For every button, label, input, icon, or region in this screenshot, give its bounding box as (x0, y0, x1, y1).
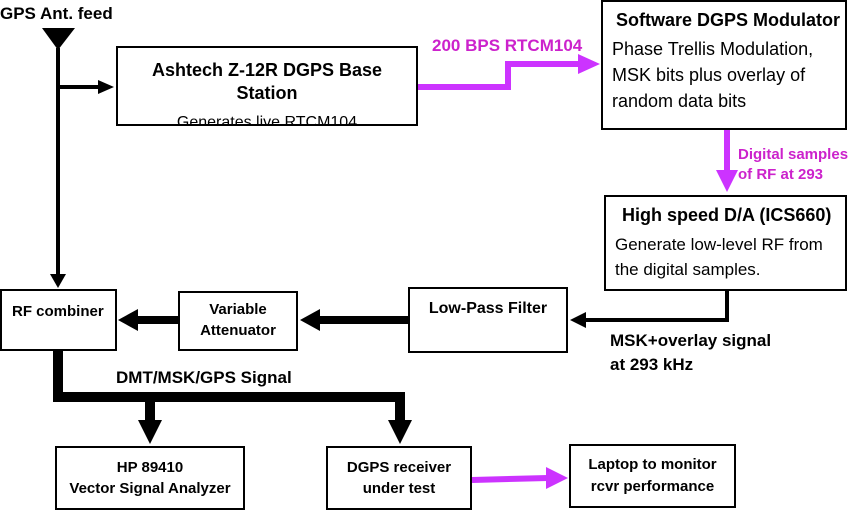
laptop-line1: Laptop to monitor (588, 456, 717, 473)
rf-combiner-box: RF combiner (0, 289, 117, 351)
arrowhead-to-combiner (50, 274, 66, 288)
arrowhead-to-base (98, 80, 114, 94)
receiver-line1: DGPS receiver (346, 459, 452, 476)
arrowhead-to-attenuator (300, 309, 320, 331)
arrowhead-to-combiner-side (118, 309, 138, 331)
arrowhead-to-dac (716, 170, 738, 192)
arrowhead-to-analyzer (138, 420, 162, 444)
antenna-label: GPS Ant. feed (0, 4, 113, 23)
modulator-line1: Phase Trellis Modulation, (612, 39, 814, 59)
analyzer-line2: Vector Signal Analyzer (69, 480, 231, 497)
samples-label-line1: Digital samples (738, 146, 849, 163)
samples-label-line2: of RF at 293 (738, 166, 824, 183)
dac-to-filter-line (584, 290, 729, 322)
base-station-box: Ashtech Z-12R DGPS Base Station Generate… (116, 46, 418, 126)
combiner-output-line (53, 350, 405, 422)
dac-line2: the digital samples. (615, 260, 761, 279)
modulator-title: Software DGPS Modulator (616, 10, 841, 30)
msk-signal-label-line1: MSK+overlay signal (610, 331, 772, 350)
rf-combiner-label: RF combiner (12, 303, 104, 320)
arrowhead-to-laptop (546, 467, 568, 489)
base-station-cut-text: Generates live RTCM104 (176, 114, 358, 126)
attenuator-box: Variable Attenuator (178, 291, 298, 351)
receiver-box: DGPS receiver under test (326, 446, 472, 510)
laptop-box: Laptop to monitor rcvr performance (569, 444, 736, 508)
modulator-line2: MSK bits plus overlay of (612, 65, 806, 85)
rtcm-link-label: 200 BPS RTCM104 (432, 36, 583, 55)
dmt-signal-label: DMT/MSK/GPS Signal (116, 368, 292, 387)
receiver-line2: under test (362, 480, 436, 497)
analyzer-box: HP 89410 Vector Signal Analyzer (55, 446, 245, 510)
attenuator-line1: Variable (209, 301, 267, 318)
laptop-line2: rcvr performance (590, 478, 715, 495)
dac-title: High speed D/A (ICS660) (622, 205, 832, 225)
arrowhead-to-filter (570, 312, 586, 328)
receiver-to-laptop-line (471, 475, 549, 483)
analyzer-line1: HP 89410 (116, 459, 184, 476)
antenna-triangle-icon (42, 28, 75, 50)
dac-box: High speed D/A (ICS660) Generate low-lev… (604, 195, 847, 291)
lowpass-filter-box: Low-Pass Filter (408, 287, 568, 353)
modulator-line3: random data bits (612, 91, 747, 111)
arrowhead-to-modulator (578, 54, 600, 74)
arrowhead-to-receiver (388, 420, 412, 444)
rtcm-link-line (418, 61, 580, 90)
base-station-title-line1: Ashtech Z-12R DGPS Base (151, 60, 383, 80)
base-station-title-line2: Station (236, 83, 298, 103)
modulator-box: Software DGPS Modulator Phase Trellis Mo… (601, 0, 847, 130)
msk-signal-label-line2: at 293 kHz (610, 355, 694, 374)
dac-line1: Generate low-level RF from (615, 235, 823, 254)
lowpass-filter-label: Low-Pass Filter (428, 300, 548, 317)
attenuator-line2: Attenuator (200, 322, 276, 339)
